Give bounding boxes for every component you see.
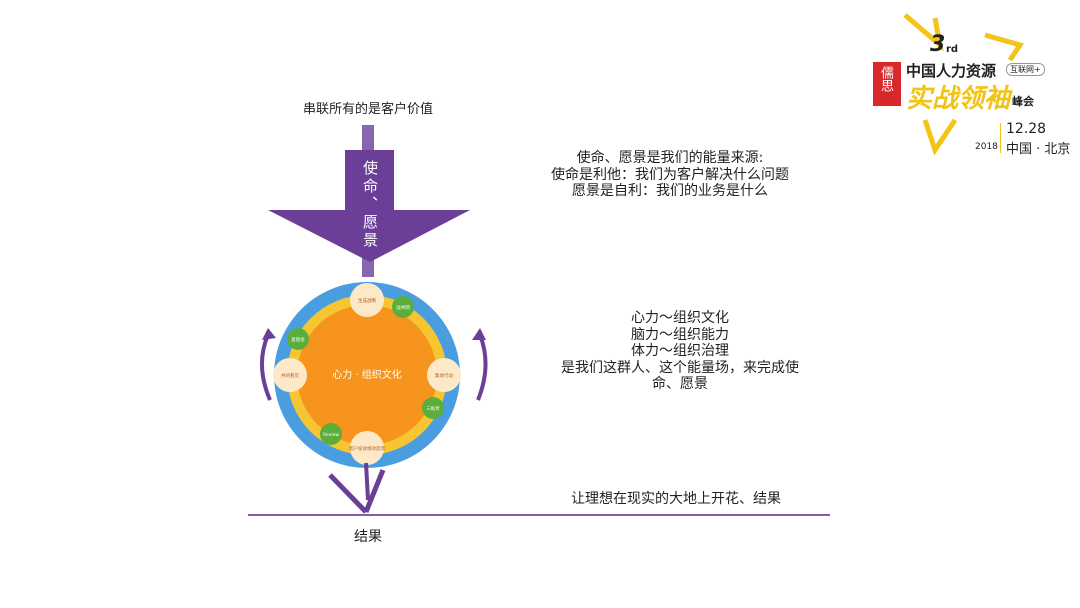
circle-node: [350, 431, 384, 465]
logo-divider: [1000, 123, 1001, 153]
circle-node: [392, 296, 414, 318]
circle-node-label: 战术网: [396, 304, 410, 311]
logo-date: 12.28: [1006, 121, 1047, 137]
circle-node-label: 生成战略: [358, 297, 376, 304]
result-arrow: [328, 462, 386, 514]
left-cycle-arrow-head: [262, 328, 276, 340]
logo-edition-suffix: rd: [946, 44, 959, 55]
circle-node: [350, 283, 384, 317]
ground-text: 让理想在现实的大地上开花、结果: [571, 491, 781, 507]
mission-line: 使命是利他：我们为客户解决什么问题: [551, 166, 789, 183]
circle-node-label: 客户投诉绩效反馈: [349, 445, 385, 452]
circle-node: [427, 358, 461, 392]
circle-node-label: 复盘会: [291, 336, 305, 343]
circle-node-label: Review: [323, 432, 339, 438]
logo-badge: 互联网+: [1006, 63, 1045, 76]
circle-node: [422, 397, 444, 419]
logo-title2-suffix: 峰会: [1012, 95, 1034, 108]
logo-star: [903, 13, 1024, 156]
logo-seal: [873, 62, 901, 106]
power-line: 命、愿景: [652, 376, 708, 392]
right-cycle-arrow-head: [472, 328, 486, 340]
logo-title2: 实战领袖: [906, 84, 1011, 114]
circle-node: [320, 423, 342, 445]
power-text: 心力～组织文化 脑力～组织能力 体力～组织治理 是我们这群人、这个能量场，来完成…: [561, 310, 799, 393]
arrow-text: 使命、愿景: [361, 160, 379, 250]
culture-circle: [274, 282, 460, 468]
mission-line: 愿景是自利：我们的业务是什么: [572, 183, 768, 199]
logo-title1: 中国人力资源: [906, 62, 997, 80]
power-line: 是我们这群人、这个能量场，来完成使: [561, 359, 799, 376]
mission-line: 使命、愿景是我们的能量来源:: [576, 150, 764, 166]
top-label: 串联所有的是客户价值: [302, 102, 434, 117]
circle-node: [287, 328, 309, 350]
power-line: 心力～组织文化: [631, 310, 729, 326]
mission-text: 使命、愿景是我们的能量来源: 使命是利他：我们为客户解决什么问题 愿景是自利：我…: [551, 150, 789, 200]
circle-node-label: 共同看见: [281, 372, 299, 379]
logo-year: 2018: [975, 142, 998, 152]
right-cycle-arrow: [476, 334, 488, 401]
circle-node: [273, 358, 307, 392]
power-line: 脑力～组织能力: [631, 326, 729, 343]
power-line: 体力～组织治理: [631, 343, 729, 359]
logo-location: 中国 · 北京: [1006, 142, 1071, 157]
circle-center-label: 心力 · 组织文化: [332, 370, 402, 381]
circle-node-label: 集体行动: [435, 372, 453, 379]
result-label: 结果: [354, 529, 382, 545]
left-cycle-arrow: [259, 334, 272, 401]
logo-seal-text: 儒思: [878, 66, 893, 92]
logo-edition: 3: [930, 32, 946, 57]
circle-node-label: 三板斧: [426, 405, 440, 412]
mission-arrow: [268, 125, 470, 277]
